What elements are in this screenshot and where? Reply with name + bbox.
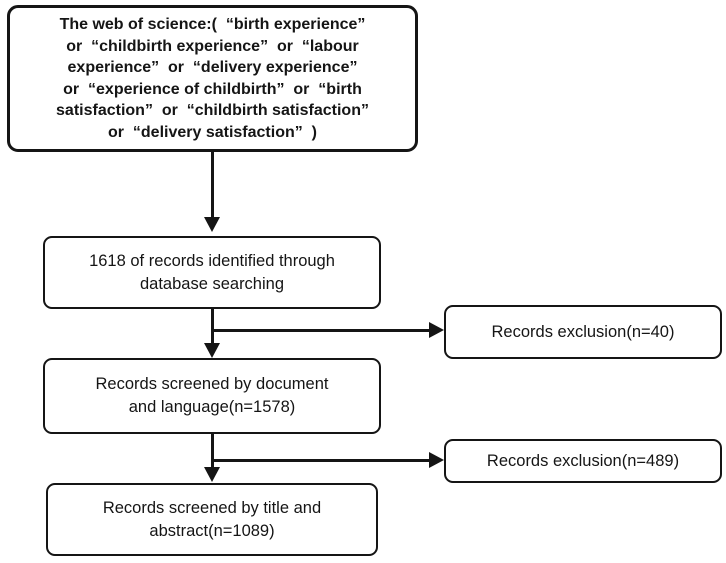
arrow-right-icon xyxy=(429,452,444,468)
arrow-down-icon xyxy=(204,343,220,358)
records-exclusion-40-box: Records exclusion(n=40) xyxy=(444,305,722,359)
records-exclusion-489-box: Records exclusion(n=489) xyxy=(444,439,722,483)
screened-document-language-label: Records screened by document and languag… xyxy=(95,375,329,416)
screened-title-abstract-box: Records screened by title and abstract(n… xyxy=(46,483,378,556)
records-exclusion-40-label: Records exclusion(n=40) xyxy=(491,322,675,341)
search-query-box: The web of science:( “birth experience” … xyxy=(7,5,418,152)
records-identified-label: 1618 of records identified through datab… xyxy=(89,251,335,293)
records-identified-box: 1618 of records identified through datab… xyxy=(43,236,381,309)
search-query-label: The web of science:( “birth experience” … xyxy=(56,16,369,141)
records-exclusion-489-label: Records exclusion(n=489) xyxy=(486,451,680,470)
arrow-down-icon xyxy=(204,217,220,232)
screened-document-language-box: Records screened by document and languag… xyxy=(43,358,381,434)
arrow-right-icon xyxy=(429,322,444,338)
arrow-query-to-identified-line xyxy=(211,152,214,218)
arrow-screened-to-title-line xyxy=(211,434,214,468)
branch-to-exclusion-489-line xyxy=(212,459,430,462)
arrow-down-icon xyxy=(204,467,220,482)
branch-to-exclusion-40-line xyxy=(212,329,430,332)
screened-title-abstract-label: Records screened by title and abstract(n… xyxy=(102,498,322,540)
arrow-identified-to-screened-line xyxy=(211,309,214,344)
